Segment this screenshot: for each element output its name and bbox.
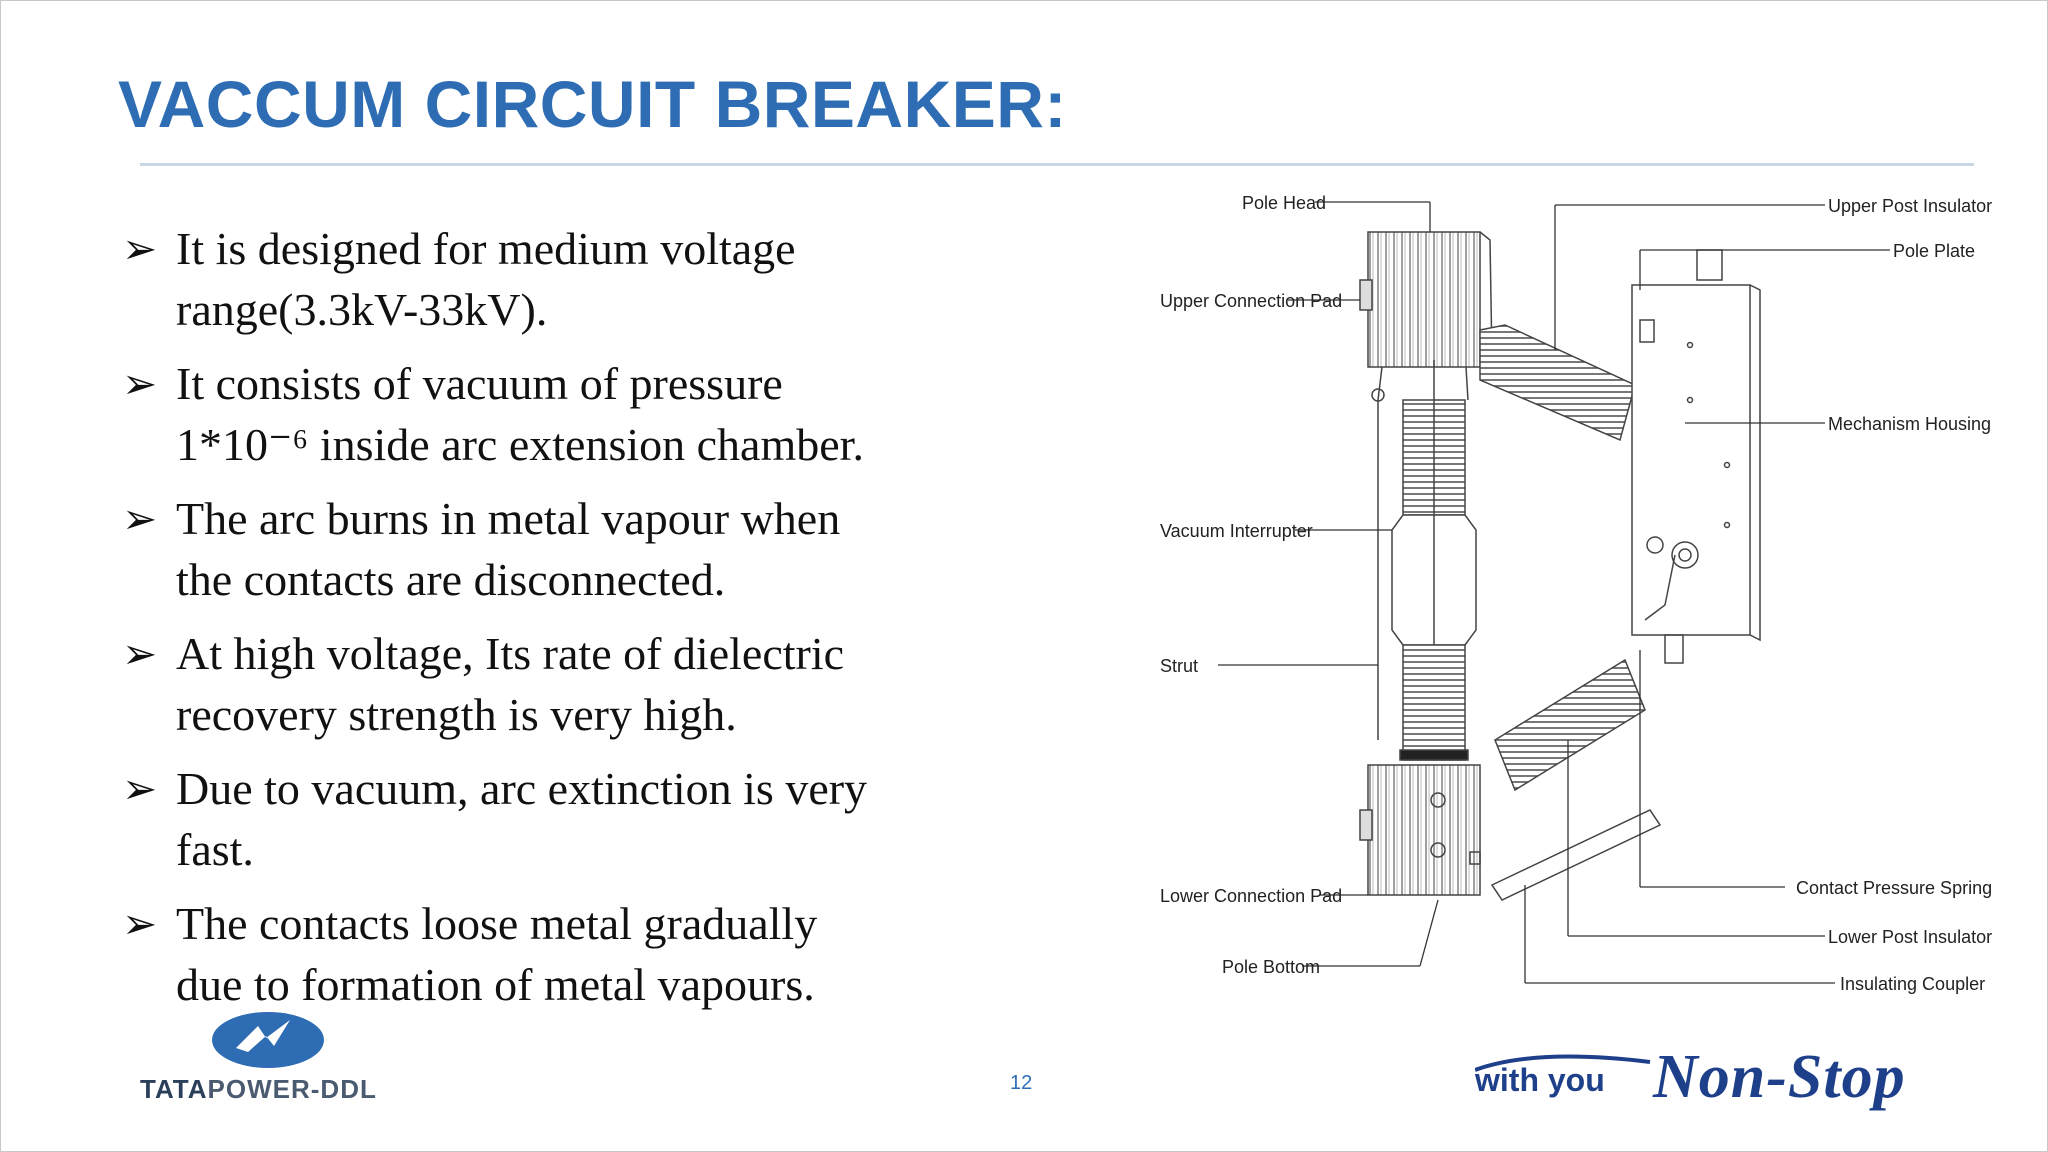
bullet-line: fast.: [176, 824, 254, 875]
label-pole-plate: Pole Plate: [1893, 241, 1975, 261]
label-insulating-coupler: Insulating Coupler: [1840, 974, 1985, 994]
logo-power-ddl: POWER-DDL: [207, 1074, 377, 1104]
vcb-diagram: Pole Head Upper Connection Pad Vacuum In…: [1160, 193, 1992, 994]
bullet-item: ➢ At high voltage, Its rate of dielectric…: [118, 623, 998, 745]
label-lower-connection-pad: Lower Connection Pad: [1160, 886, 1342, 906]
bullet-item: ➢ The arc burns in metal vapour when the c…: [118, 488, 998, 610]
bullet-item: ➢ It is designed for medium voltage range(…: [118, 218, 998, 340]
logo-tata: TATA: [140, 1074, 208, 1104]
bullet-line: The contacts loose metal gradually: [176, 898, 818, 949]
arrow-bullet-icon: ➢: [122, 494, 158, 543]
label-lower-post-insulator: Lower Post Insulator: [1828, 927, 1992, 947]
bullet-item: ➢ It consists of vacuum of pressure 1*10⁻⁶…: [118, 353, 998, 475]
bullet-line: recovery strength is very high.: [176, 689, 737, 740]
bullet-line: the contacts are disconnected.: [176, 554, 726, 605]
title-divider: [140, 163, 1974, 166]
label-strut: Strut: [1160, 656, 1198, 676]
tagline-non-stop: Non-Stop: [1653, 1043, 1906, 1111]
label-upper-connection-pad: Upper Connection Pad: [1160, 291, 1342, 311]
bullet-line: The arc burns in metal vapour when: [176, 493, 841, 544]
bullet-line: It is designed for medium voltage: [176, 223, 796, 274]
bullet-line: range(3.3kV-33kV).: [176, 284, 548, 335]
company-logo-text: TATAPOWER-DDL: [140, 1074, 377, 1105]
tagline-swoosh-icon: [1475, 1054, 1651, 1072]
label-pole-head: Pole Head: [1242, 193, 1326, 213]
arrow-bullet-icon: ➢: [122, 224, 158, 273]
arrow-bullet-icon: ➢: [122, 899, 158, 948]
tata-power-logo-icon: [212, 1012, 324, 1068]
page-number: 12: [1010, 1072, 1033, 1094]
arrow-bullet-icon: ➢: [122, 359, 158, 408]
label-mechanism-housing: Mechanism Housing: [1828, 414, 1991, 434]
label-vacuum-interrupter: Vacuum Interrupter: [1160, 521, 1313, 541]
arrow-bullet-icon: ➢: [122, 629, 158, 678]
tagline: with you Non-Stop: [1475, 1040, 1995, 1120]
label-upper-post-insulator: Upper Post Insulator: [1828, 196, 1992, 216]
slide-title: VACCUM CIRCUIT BREAKER:: [118, 67, 1067, 141]
bullet-line: due to formation of metal vapours.: [176, 959, 815, 1010]
bullet-line: 1*10⁻⁶ inside arc extension chamber.: [176, 419, 864, 470]
label-contact-pressure-spring: Contact Pressure Spring: [1796, 878, 1992, 898]
arrow-bullet-icon: ➢: [122, 764, 158, 813]
bullet-line: At high voltage, Its rate of dielectric: [176, 628, 845, 679]
bullet-line: It consists of vacuum of pressure: [176, 358, 783, 409]
bullet-item: ➢ Due to vacuum, arc extinction is very fa…: [118, 758, 998, 880]
bullet-list: ➢ It is designed for medium voltage range(…: [118, 218, 998, 1028]
leader-lines: [1218, 201, 1890, 984]
bullet-item: ➢ The contacts loose metal gradually due t…: [118, 893, 998, 1015]
bullet-line: Due to vacuum, arc extinction is very: [176, 763, 868, 814]
label-pole-bottom: Pole Bottom: [1222, 957, 1320, 977]
tagline-with-you: with you: [1475, 1062, 1605, 1098]
